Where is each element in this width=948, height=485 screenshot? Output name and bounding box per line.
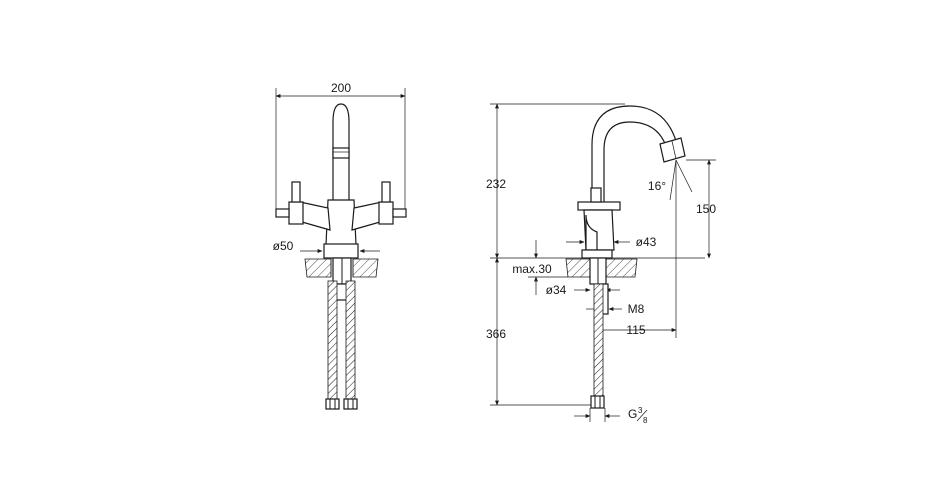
base-diameter-dimension: ø50 (273, 239, 380, 253)
max-thickness-dimension: max.30 (512, 240, 568, 295)
spout-reach-label: 115 (626, 323, 645, 337)
hose-length-label: 366 (486, 327, 506, 341)
spout-height-label: 150 (696, 202, 716, 216)
base-diameter-label: ø50 (273, 239, 294, 253)
front-view: 200 (273, 81, 407, 410)
spout-height-dimension: 150 16° (648, 159, 716, 259)
hole-diameter-dimension: ø34 (546, 283, 620, 297)
height-label: 232 (486, 177, 506, 191)
front-left-handle (275, 181, 331, 231)
front-countertop (304, 258, 379, 278)
front-supply-hoses (325, 280, 358, 410)
spout-reach-dimension: 115 (597, 160, 677, 338)
side-spout (591, 105, 686, 206)
body-diameter-label: ø43 (636, 235, 657, 249)
body-diameter-dimension: ø43 (566, 235, 657, 249)
connection-fraction-num: 3 (638, 406, 643, 415)
width-dimension: 200 (275, 81, 406, 215)
side-supply-hose (590, 283, 605, 409)
width-label: 200 (331, 81, 351, 95)
side-handle-body (577, 187, 621, 259)
connection-dimension: G 3 8 (574, 406, 648, 425)
angle-label: 16° (648, 179, 666, 193)
max-thickness-label: max.30 (512, 262, 552, 276)
thread-label: M8 (628, 302, 645, 316)
connection-label: G (628, 407, 637, 421)
front-spout (332, 103, 350, 206)
hole-diameter-label: ø34 (546, 283, 567, 297)
front-shank (332, 257, 352, 301)
connection-fraction-den: 8 (643, 416, 648, 425)
front-right-handle (351, 181, 407, 231)
side-view: 232 366 150 16° (486, 103, 716, 425)
